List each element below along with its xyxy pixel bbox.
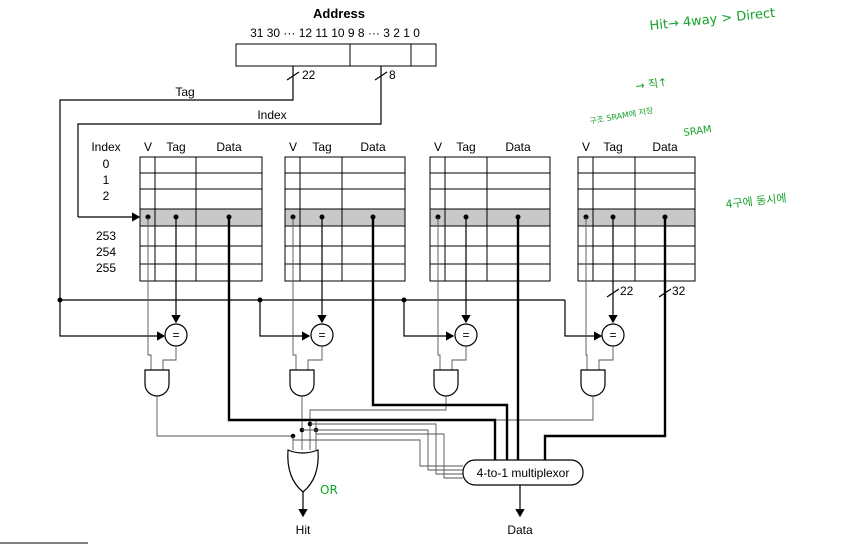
index-bus: 8 Index xyxy=(77,66,396,222)
annotation-sram: SRAM xyxy=(683,124,713,139)
annotation-top-right: Hit→ 4way > Direct xyxy=(649,6,776,34)
tag-compare-bus xyxy=(57,297,603,341)
annotation-side: 4구에 동시에 xyxy=(725,192,787,211)
way3-tag-width: 22 xyxy=(620,284,634,298)
annotation-arrow: → 직↑ xyxy=(635,76,669,93)
hit-select-lines xyxy=(156,396,594,479)
way0-tag-header: Tag xyxy=(166,140,185,154)
cache-way-1: V Tag Data xyxy=(284,140,406,282)
tag-lines: 22 xyxy=(171,217,634,324)
and-gate-3 xyxy=(580,369,606,397)
index-value-255: 255 xyxy=(96,261,116,275)
index-value-2: 2 xyxy=(103,189,110,203)
data-lines: 32 xyxy=(227,217,686,460)
way3-data-width: 32 xyxy=(672,284,686,298)
index-bus-label: Index xyxy=(257,108,286,122)
way3-tag-header: Tag xyxy=(603,140,622,154)
tag-bit-width: 22 xyxy=(302,68,316,82)
index-column: Index 0 1 2 253 254 255 xyxy=(91,140,120,275)
comparators: = = = = xyxy=(164,323,625,347)
way2-data-header: Data xyxy=(505,140,531,154)
cache-way-2: V Tag Data xyxy=(429,140,551,282)
index-value-0: 0 xyxy=(103,157,110,171)
mux-label: 4-to-1 multiplexor xyxy=(477,466,570,480)
address-register: Address 31 30 ··· 12 11 10 9 8 ··· 3 2 1… xyxy=(235,6,437,67)
way2-tag-header: Tag xyxy=(456,140,475,154)
address-box xyxy=(235,43,437,67)
hit-output-label: Hit xyxy=(296,523,311,537)
comparator-3-symbol: = xyxy=(609,328,616,342)
address-title: Address xyxy=(313,6,365,21)
way2-v-header: V xyxy=(434,140,442,154)
way1-v-header: V xyxy=(289,140,297,154)
index-header: Index xyxy=(91,140,120,154)
annotation-sram-note: 구조 SRAM에 저장 xyxy=(589,105,655,126)
and-gates xyxy=(144,369,606,397)
valid-lines xyxy=(147,217,614,370)
index-value-1: 1 xyxy=(103,173,110,187)
and-gate-0 xyxy=(144,369,170,397)
comparator-0-symbol: = xyxy=(172,328,179,342)
way3-v-header: V xyxy=(582,140,590,154)
tag-bus-label: Tag xyxy=(175,85,194,99)
multiplexor: 4-to-1 multiplexor Data xyxy=(462,459,584,537)
annotation-or: OR xyxy=(320,483,338,497)
cache-way-0: V Tag Data xyxy=(139,140,263,282)
index-value-253: 253 xyxy=(96,229,116,243)
way1-tag-header: Tag xyxy=(312,140,331,154)
index-value-254: 254 xyxy=(96,245,116,259)
data-output-label: Data xyxy=(507,523,533,537)
tag-bus: 22 Tag xyxy=(59,66,316,300)
or-gate: Hit xyxy=(287,449,319,537)
way3-data-header: Data xyxy=(652,140,678,154)
way1-data-header: Data xyxy=(360,140,386,154)
comparator-2-symbol: = xyxy=(462,328,469,342)
cache-way-3: V Tag Data xyxy=(577,140,696,282)
comparator-1-symbol: = xyxy=(318,328,325,342)
and-gate-2 xyxy=(433,369,459,397)
address-bit-numbers: 31 30 ··· 12 11 10 9 8 ··· 3 2 1 0 xyxy=(250,26,420,40)
way0-data-header: Data xyxy=(216,140,242,154)
way0-v-header: V xyxy=(144,140,152,154)
index-bit-width: 8 xyxy=(389,68,396,82)
and-gate-1 xyxy=(289,369,315,397)
